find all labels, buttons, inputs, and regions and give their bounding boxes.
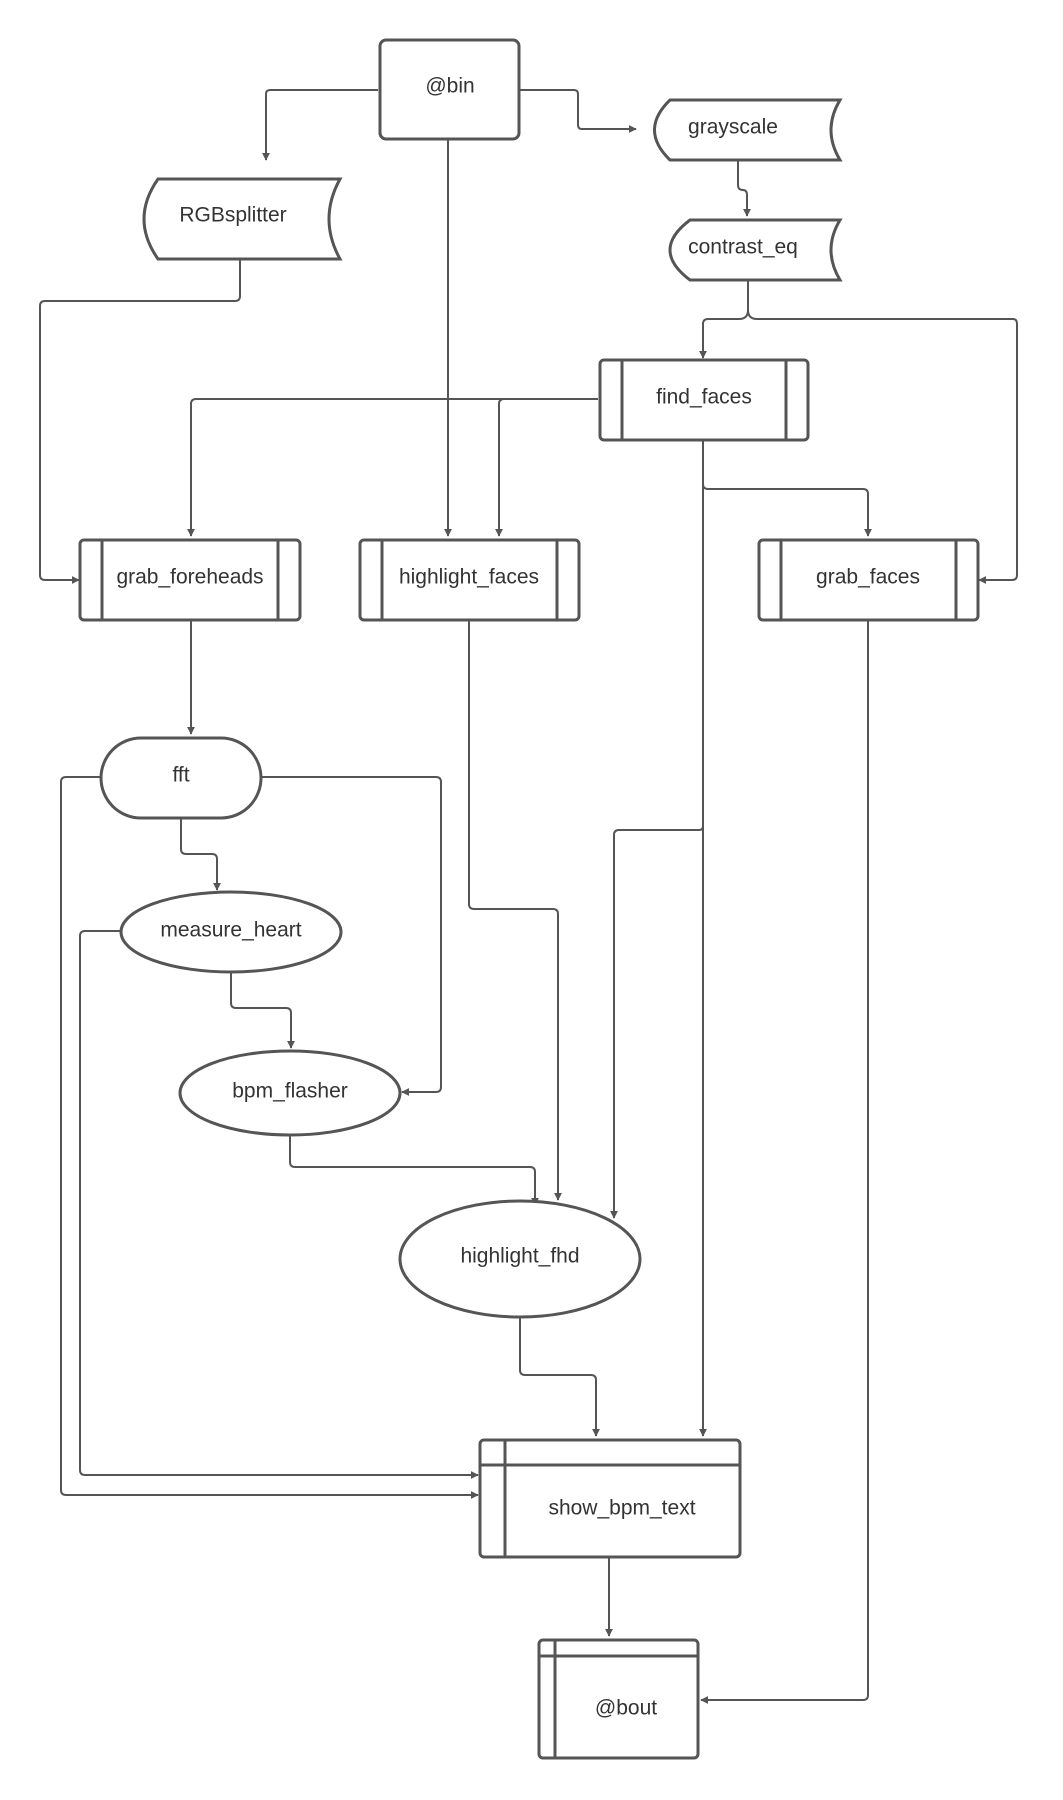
node-grab-faces-shape	[757, 538, 980, 622]
node-find-faces-shape	[598, 358, 810, 442]
node-bpm-flasher[interactable]: bpm_flasher	[178, 1049, 402, 1137]
node-grab-foreheads[interactable]: grab_foreheads	[78, 538, 302, 622]
node-contrast-eq-shape	[668, 218, 843, 282]
edge-measure-heart-to-bpm-flasher	[230, 971, 295, 1049]
node-highlight-fhd[interactable]: highlight_fhd	[398, 1199, 642, 1319]
edge-grayscale-to-contrast-eq	[737, 160, 751, 217]
node-bpm-flasher-label: bpm_flasher	[232, 1080, 348, 1103]
node-highlight-fhd-label: highlight_fhd	[460, 1245, 579, 1268]
edge-contrast-eq-to-find-faces	[699, 280, 749, 359]
node-grayscale[interactable]: grayscale	[653, 98, 843, 162]
node-bout-label: @bout	[595, 1697, 657, 1720]
node-highlight-fhd-shape	[398, 1199, 642, 1319]
edge-rgbsplitter-to-grab-foreheads	[39, 259, 241, 584]
node-measure-heart[interactable]: measure_heart	[119, 890, 343, 974]
node-measure-heart-label: measure_heart	[160, 919, 301, 942]
node-rgbsplitter-label: RGBsplitter	[179, 204, 286, 227]
node-bin-label: @bin	[425, 75, 474, 98]
node-grab-faces-label: grab_faces	[816, 566, 920, 589]
edge-bin-to-rgbsplitter	[262, 89, 378, 161]
edge-find-faces-to-highlight-faces	[495, 398, 598, 537]
node-find-faces-label: find_faces	[656, 386, 752, 409]
node-contrast-eq[interactable]: contrast_eq	[668, 218, 843, 282]
node-bout[interactable]: @bout	[537, 1638, 700, 1760]
node-grayscale-label: grayscale	[688, 116, 778, 139]
edge-fft-to-show-bpm-text	[60, 776, 479, 1499]
node-show-bpm-text[interactable]: show_bpm_text	[478, 1438, 742, 1559]
node-grab-foreheads-label: grab_foreheads	[116, 566, 263, 589]
node-show-bpm-text-label: show_bpm_text	[548, 1497, 695, 1520]
node-bin[interactable]: @bin	[378, 38, 521, 141]
node-bin-shape	[378, 38, 521, 141]
node-fft[interactable]: fft	[99, 736, 263, 820]
edge-highlight-faces-to-highlight-fhd	[468, 621, 562, 1201]
node-rgbsplitter-shape	[142, 177, 343, 261]
node-fft-shape	[99, 736, 263, 820]
edge-fft-to-bpm-flasher	[261, 776, 442, 1096]
edge-contrast-eq-to-grab-faces	[747, 280, 1018, 584]
edge-measure-heart-to-show-bpm-text	[79, 930, 479, 1479]
node-find-faces[interactable]: find_faces	[598, 358, 810, 442]
node-bpm-flasher-shape	[178, 1049, 402, 1137]
node-highlight-faces[interactable]: highlight_faces	[358, 538, 581, 622]
node-measure-heart-shape	[119, 890, 343, 974]
node-bout-shape	[537, 1638, 700, 1760]
edge-bpm-flasher-to-highlight-fhd	[289, 1135, 539, 1206]
node-show-bpm-text-shape	[478, 1438, 742, 1559]
node-highlight-faces-shape	[358, 538, 581, 622]
node-grab-foreheads-shape	[78, 538, 302, 622]
edge-find-faces-to-highlight-fhd	[610, 825, 704, 1219]
node-fft-label: fft	[172, 764, 189, 787]
edges	[39, 89, 1018, 1704]
edge-find-faces-to-grab-foreheads	[187, 398, 598, 537]
node-grayscale-shape	[653, 98, 843, 162]
node-contrast-eq-label: contrast_eq	[688, 236, 798, 259]
edge-highlight-fhd-to-show-bpm-text	[519, 1317, 600, 1437]
edge-grab-faces-to-bout	[700, 621, 869, 1704]
edge-fft-to-measure-heart	[180, 819, 221, 891]
node-rgbsplitter[interactable]: RGBsplitter	[142, 177, 343, 261]
edge-find-faces-to-grab-faces	[702, 441, 872, 537]
edge-bin-to-grayscale	[519, 89, 637, 133]
node-grab-faces[interactable]: grab_faces	[757, 538, 980, 622]
node-highlight-faces-label: highlight_faces	[399, 566, 539, 589]
